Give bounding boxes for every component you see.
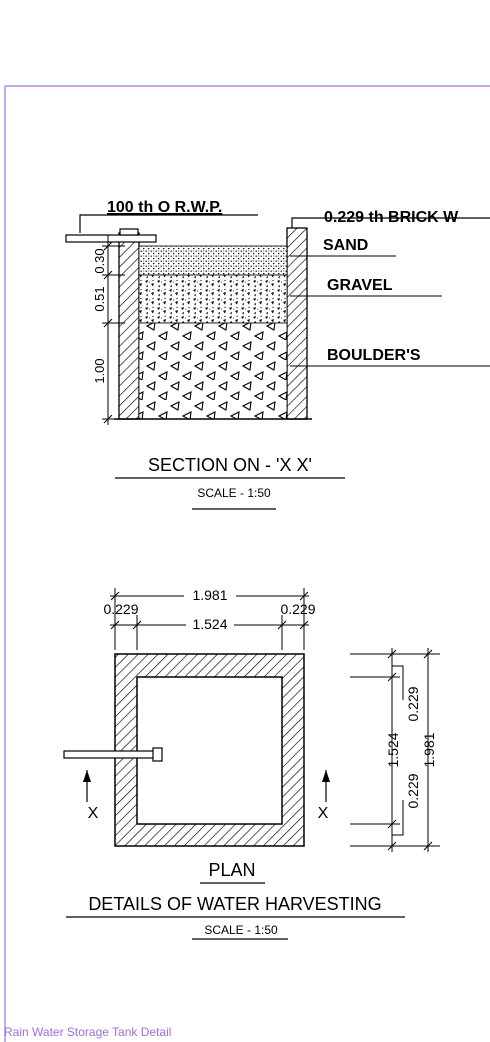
rwp-pipe [65,228,157,243]
gravel-layer [138,274,288,324]
plan-view: X X 1.981 1.524 0.229 0.229 [63,587,440,940]
plan-top-dimensions [110,588,309,650]
section-right-wall [286,227,308,420]
plan-pipe [63,747,163,762]
dim-outer-width: 1.981 [192,587,227,603]
section-title: SECTION ON - 'X X' [148,455,312,475]
gravel-label: GRAVEL [327,277,393,294]
section-marker-right [322,770,330,802]
section-mark-right: X [318,805,329,822]
sand-label: SAND [323,237,368,254]
plan-wall [114,653,305,847]
section-scale: SCALE - 1:50 [197,486,271,500]
boulder-label: BOULDER'S [327,347,421,364]
dim-gravel: 0.51 [92,286,107,311]
plan-title: PLAN [208,860,255,880]
section-view: 100 th O R.W.P. 0.229 th BRICK W SAND GR… [65,199,490,510]
plan-side-dimensions [350,648,440,852]
section-dimension [102,235,125,425]
side-dim-wall-top: 0.229 [405,686,421,721]
dim-wall-right: 0.229 [280,601,315,617]
plan-scale: SCALE - 1:50 [204,923,278,937]
section-marker-left [83,770,91,802]
drawing-frame [4,85,490,1042]
drawing-caption: Rain Water Storage Tank Detail [4,1025,171,1039]
dim-sand: 0.30 [92,248,107,273]
rwp-label: 100 th O R.W.P. [107,199,222,216]
dim-boulder: 1.00 [92,358,107,383]
section-left-wall [118,232,140,420]
side-dim-wall-bottom: 0.229 [405,773,421,808]
section-mark-left: X [88,805,99,822]
side-dim-inner: 1.524 [385,732,401,767]
side-dim-outer: 1.981 [421,732,437,767]
details-title: DETAILS OF WATER HARVESTING [88,894,381,914]
dim-wall-left: 0.229 [103,601,138,617]
dim-inner-width: 1.524 [192,616,227,632]
brick-wall-label: 0.229 th BRICK W [324,209,459,226]
sand-layer [138,245,288,276]
boulder-layer [138,322,288,420]
